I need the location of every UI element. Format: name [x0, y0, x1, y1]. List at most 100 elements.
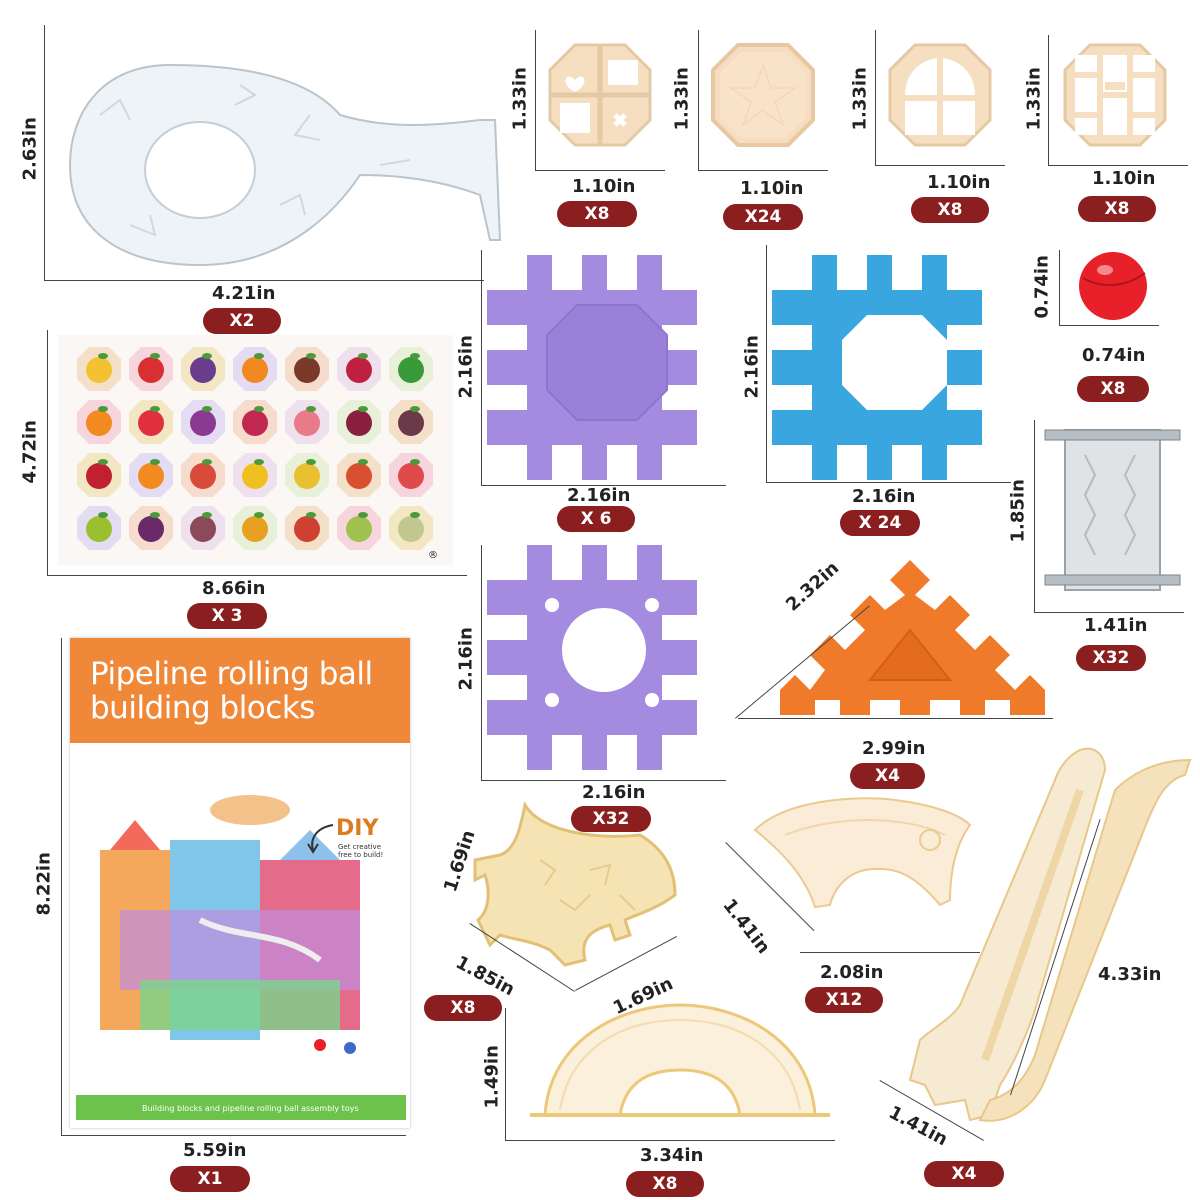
blue-block-width-label: 2.16in — [852, 486, 916, 507]
arch-track-width-label: 3.34in — [640, 1145, 704, 1166]
fruit-sticker-icon — [389, 453, 433, 497]
tile-maze-width-label: 1.10in — [1092, 168, 1156, 189]
triangle-image — [780, 560, 1045, 715]
stickers-qty-badge: X 3 — [187, 603, 267, 629]
curve-track-qty-badge: X12 — [805, 987, 883, 1013]
fruit-sticker-icon — [129, 506, 173, 550]
tile-heart-height-label: 1.33in — [509, 67, 531, 131]
fruit-sticker-icon — [77, 400, 121, 444]
booklet-green-footer — [76, 1095, 406, 1120]
tile-heart-image — [548, 43, 652, 147]
booklet-title-line1: Pipeline rolling ball — [90, 656, 373, 692]
tube-width-label: 1.41in — [1084, 615, 1148, 636]
tile-heart-qty-badge: X8 — [557, 201, 637, 227]
ball-image — [1079, 252, 1147, 320]
fruit-sticker-icon — [285, 506, 329, 550]
ball-height-label: 0.74in — [1031, 255, 1053, 319]
purple-hole-block-qty-badge: X32 — [571, 806, 651, 832]
fruit-sticker-icon — [233, 506, 277, 550]
tile-maze-image — [1063, 43, 1167, 147]
sticker-grid — [75, 345, 445, 560]
tile-star-image — [711, 43, 815, 147]
fruit-sticker-icon — [233, 453, 277, 497]
fruit-sticker-icon — [337, 453, 381, 497]
blue-block-qty-badge: X 24 — [840, 510, 920, 536]
booklet-width-label: 5.59in — [183, 1140, 247, 1161]
fruit-sticker-icon — [233, 400, 277, 444]
booklet-diy-sub: Get creative free to build! — [338, 843, 384, 859]
purple-hole-block-height-label: 2.16in — [455, 627, 477, 691]
slide-qty-badge: X4 — [924, 1161, 1004, 1187]
fruit-sticker-icon — [77, 453, 121, 497]
tile-window-qty-badge: X8 — [911, 197, 989, 223]
purple-block-image — [487, 255, 697, 480]
blue-block-image — [772, 255, 982, 480]
fruit-sticker-icon — [181, 506, 225, 550]
fruit-sticker-icon — [389, 506, 433, 550]
fruit-sticker-icon — [285, 400, 329, 444]
purple-block-height-label: 2.16in — [455, 335, 477, 399]
fruit-sticker-icon — [129, 453, 173, 497]
purple-block-width-label: 2.16in — [567, 485, 631, 506]
booklet-title-line2: building blocks — [90, 690, 315, 726]
blue-block-height-label: 2.16in — [741, 335, 763, 399]
curve-track-image — [753, 797, 972, 909]
tube-height-label: 1.85in — [1007, 479, 1029, 543]
ball-width-label: 0.74in — [1082, 345, 1146, 366]
booklet-diy-label: DIY — [336, 816, 379, 841]
arch-track-qty-badge: X8 — [626, 1171, 704, 1197]
funnel-height-label: 2.63in — [19, 117, 41, 181]
diy-arrow-icon — [307, 824, 334, 854]
tube-qty-badge: X32 — [1076, 645, 1146, 671]
booklet-orange-banner — [70, 638, 410, 743]
ball-qty-badge: X8 — [1077, 376, 1149, 402]
triangle-width-label: 2.99in — [862, 738, 926, 759]
corner-track-qty-badge: X8 — [424, 995, 502, 1021]
fruit-sticker-icon — [337, 347, 381, 391]
fruit-sticker-icon — [181, 347, 225, 391]
tile-maze-qty-badge: X8 — [1078, 196, 1156, 222]
arch-track-image — [530, 1003, 830, 1117]
slide-length-label: 4.33in — [1098, 964, 1162, 985]
tile-window-height-label: 1.33in — [849, 67, 871, 131]
booklet-qty-badge: X1 — [170, 1166, 250, 1192]
funnel-image — [68, 63, 502, 267]
corner-track-image — [473, 800, 677, 967]
booklet-toy-image — [100, 795, 360, 1054]
tile-window-width-label: 1.10in — [927, 172, 991, 193]
booklet-height-label: 8.22in — [33, 852, 55, 916]
funnel-qty-badge: X2 — [203, 308, 281, 334]
tube-image — [1044, 429, 1181, 591]
tile-heart-width-label: 1.10in — [572, 176, 636, 197]
fruit-sticker-icon — [129, 400, 173, 444]
tile-star-qty-badge: X24 — [723, 204, 803, 230]
fruit-sticker-icon — [181, 453, 225, 497]
tile-window-image — [888, 43, 992, 147]
fruit-sticker-icon — [389, 347, 433, 391]
tile-star-width-label: 1.10in — [740, 178, 804, 199]
tile-maze-height-label: 1.33in — [1023, 67, 1045, 131]
purple-block-qty-badge: X 6 — [557, 506, 635, 532]
slide-image — [908, 747, 1192, 1122]
purple-hole-block-image — [487, 545, 697, 770]
fruit-sticker-icon — [285, 347, 329, 391]
triangle-qty-badge: X4 — [850, 763, 925, 789]
sticker-copyright-mark: ® — [428, 550, 438, 561]
tile-star-height-label: 1.33in — [671, 67, 693, 131]
booklet-footer-text: Building blocks and pipeline rolling bal… — [142, 1104, 359, 1113]
purple-hole-block-width-label: 2.16in — [582, 782, 646, 803]
stickers-height-label: 4.72in — [19, 420, 41, 484]
fruit-sticker-icon — [77, 506, 121, 550]
fruit-sticker-icon — [181, 400, 225, 444]
fruit-sticker-icon — [337, 400, 381, 444]
fruit-sticker-icon — [129, 347, 173, 391]
fruit-sticker-icon — [285, 453, 329, 497]
fruit-sticker-icon — [233, 347, 277, 391]
curve-track-width-label: 2.08in — [820, 962, 884, 983]
fruit-sticker-icon — [337, 506, 381, 550]
funnel-width-label: 4.21in — [212, 283, 276, 304]
fruit-sticker-icon — [77, 347, 121, 391]
stickers-width-label: 8.66in — [202, 578, 266, 599]
arch-track-height-label: 1.49in — [481, 1045, 503, 1109]
